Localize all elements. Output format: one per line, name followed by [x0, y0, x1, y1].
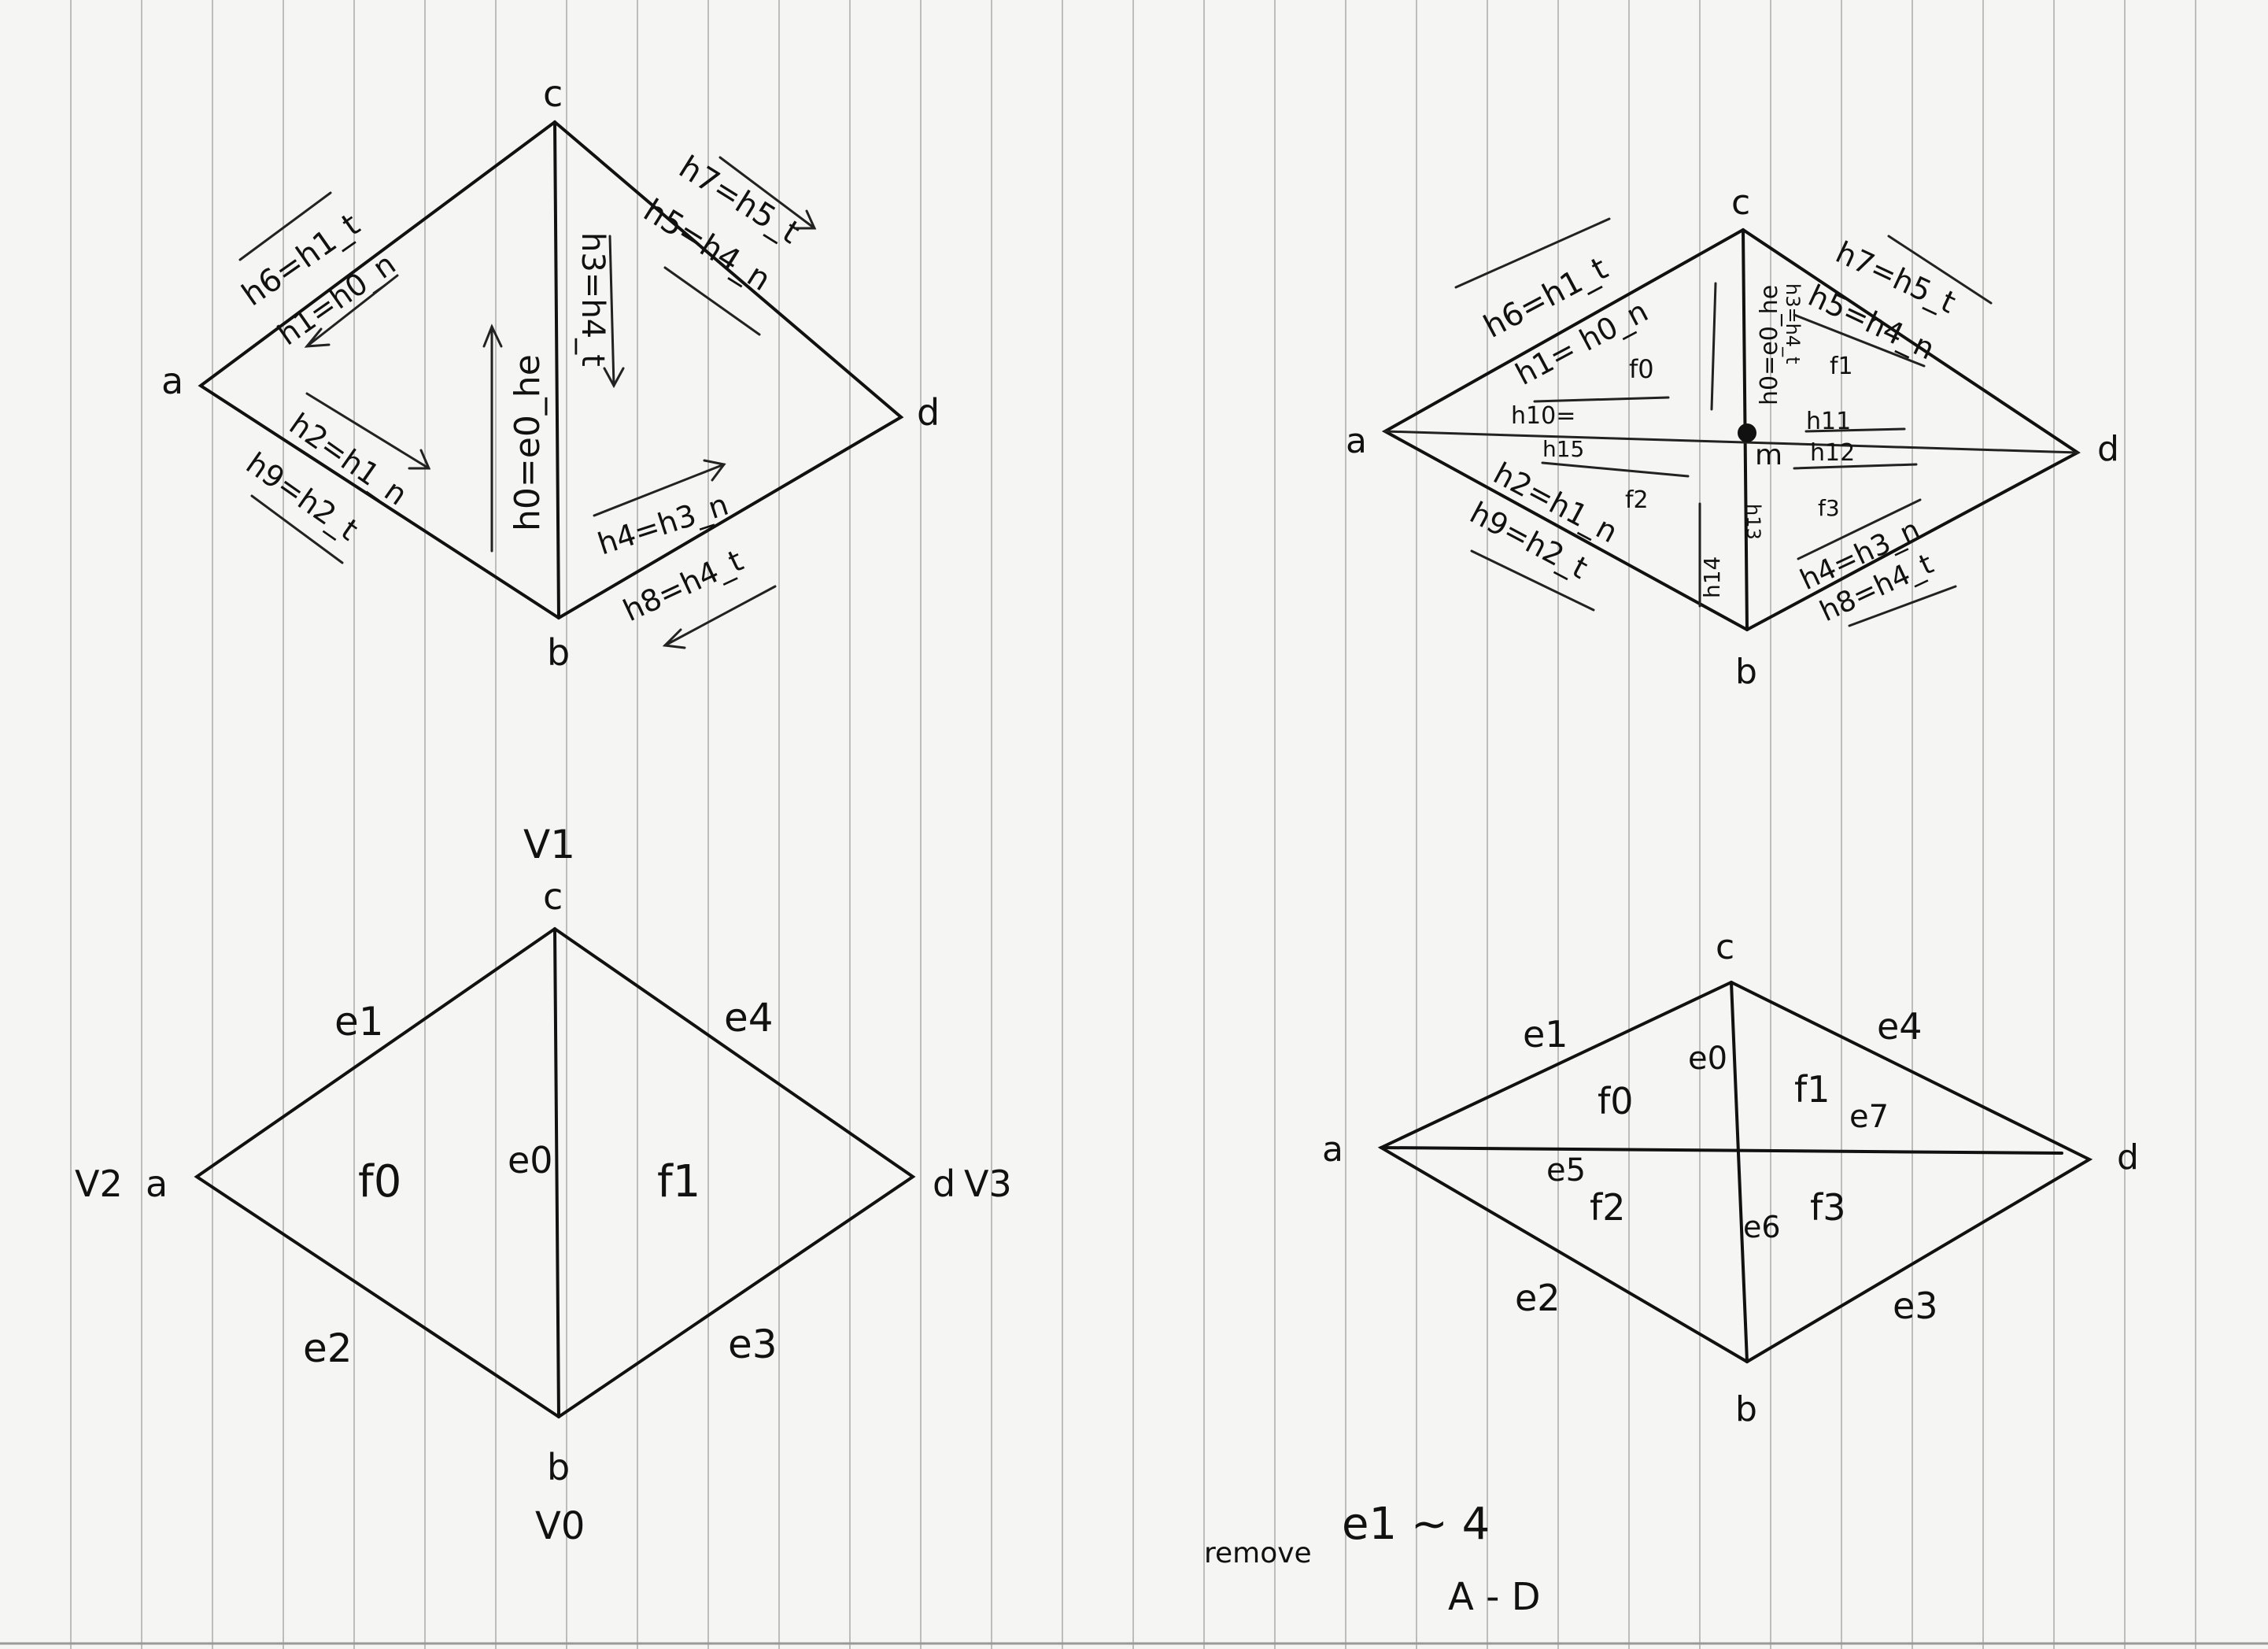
face-f1: f1 [1830, 353, 1853, 380]
label-h4: h4=h3_n [593, 487, 733, 562]
vertex-m-dot [1738, 423, 1756, 442]
vertex-id-v3: V3 [964, 1163, 1012, 1205]
edge-label-e4: e4 [1877, 1005, 1923, 1048]
arrowhead-h8 [665, 630, 685, 648]
face-f3: f3 [1810, 1186, 1845, 1229]
label-h15: h15 [1542, 436, 1584, 462]
edge-e5-e7 [1381, 1148, 2062, 1153]
vertex-b: b [1735, 1389, 1757, 1429]
vertex-d: d [917, 391, 940, 434]
edge-label-e1: e1 [334, 999, 384, 1044]
edge-label-e4: e4 [724, 995, 774, 1041]
label-h0: h0=e0_he [1756, 285, 1783, 405]
edge-label-e3: e3 [728, 1322, 778, 1367]
face-f3: f3 [1818, 495, 1840, 521]
diagram-top-left: c a d b h6=h1_t h1=h0_n h2=h1_n h9=h2_t … [161, 72, 940, 674]
quad-outline [1385, 230, 2078, 630]
label-h12: h12 [1810, 439, 1855, 467]
vertex-b: b [1735, 652, 1757, 692]
face-f0: f0 [1598, 1080, 1633, 1122]
vertex-b: b [547, 631, 570, 674]
edge-a-d [1385, 431, 2078, 453]
edge-label-e0: e0 [508, 1139, 553, 1181]
face-f1: f1 [657, 1156, 700, 1207]
face-f1: f1 [1794, 1068, 1830, 1111]
diagram-bottom-right: c a d b e1 e4 e0 e7 e5 e6 e2 e3 f0 f1 f2… [1322, 927, 2139, 1429]
edge-label-e3: e3 [1893, 1285, 1938, 1327]
edge-e0-e6 [1731, 982, 1747, 1362]
vertex-a: a [146, 1163, 168, 1205]
vertex-id-v2: V2 [75, 1163, 123, 1205]
label-h3: h3=h4_t [1782, 283, 1804, 364]
vertex-a: a [1346, 421, 1367, 461]
vertex-d: d [2097, 429, 2119, 469]
vertex-a: a [161, 360, 183, 402]
edge-label-e5: e5 [1546, 1152, 1586, 1189]
vertex-d: d [933, 1163, 955, 1205]
note-range: A - D [1448, 1575, 1541, 1619]
face-f0: f0 [358, 1156, 401, 1207]
label-h14: h14 [1699, 556, 1725, 598]
edge-label-e2: e2 [1515, 1277, 1561, 1319]
handwritten-note: remove e1 ~ 4 A - D [1204, 1499, 1541, 1619]
vertex-c: c [1716, 927, 1734, 967]
edge-e0 [555, 929, 559, 1417]
note-edges: e1 ~ 4 [1342, 1499, 1490, 1550]
vertex-c: c [1731, 183, 1750, 223]
vertex-b: b [547, 1446, 570, 1488]
edge-label-e0: e0 [1688, 1041, 1727, 1077]
label-h10: h10= [1511, 402, 1575, 430]
arrow-h0 [1712, 283, 1716, 409]
edge-label-e6: e6 [1743, 1210, 1781, 1244]
vertex-c: c [543, 72, 563, 115]
edge-label-e2: e2 [303, 1325, 353, 1371]
vertex-m: m [1755, 439, 1782, 471]
edge-label-e1: e1 [1523, 1013, 1568, 1056]
vertex-id-v0: V0 [535, 1504, 585, 1548]
vertex-a: a [1322, 1130, 1343, 1170]
vertex-d: d [2117, 1137, 2139, 1178]
vertex-c: c [543, 875, 563, 918]
arrow-h15 [1542, 463, 1688, 476]
note-remove: remove [1204, 1537, 1312, 1570]
edge-label-e7: e7 [1849, 1099, 1889, 1135]
face-f2: f2 [1625, 486, 1649, 514]
arrow-h10 [1535, 397, 1668, 401]
diagram-top-right: c a d b m h6=h1_t h1= h0_n h10= h15 f0 f… [1346, 183, 2119, 692]
label-h0: h0=e0_he [508, 354, 548, 531]
face-f2: f2 [1590, 1186, 1625, 1229]
diagram-bottom-left: V1 c V2 a d V3 b V0 e1 e4 e0 e2 e3 f0 f1 [75, 822, 1012, 1548]
label-h3: h3=h4_t [574, 232, 611, 367]
label-h13: h13 [1742, 504, 1764, 540]
edge-c-b [555, 122, 559, 618]
face-f0: f0 [1629, 354, 1654, 384]
quad-outline [201, 122, 901, 618]
vertex-id-v1: V1 [523, 822, 575, 867]
